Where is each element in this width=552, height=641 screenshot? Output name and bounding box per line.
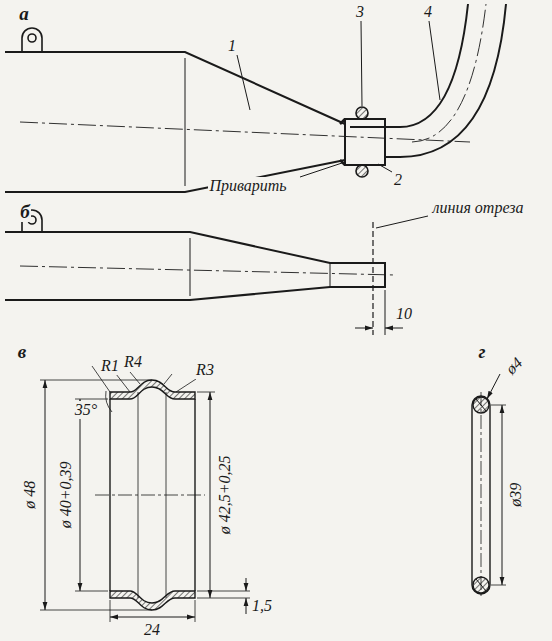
dimension: 10 bbox=[395, 305, 413, 323]
radius-dimension: R4 bbox=[123, 353, 143, 371]
cut-line-note: линия отреза bbox=[431, 199, 524, 217]
sleeve-section bbox=[40, 366, 250, 622]
callout-number: 4 bbox=[423, 3, 433, 21]
weld-note: Приварить bbox=[208, 177, 287, 195]
callout-number: 2 bbox=[393, 171, 403, 189]
callout-number: 1 bbox=[227, 37, 237, 55]
figure-letter: б bbox=[19, 202, 30, 223]
callout-number: 3 bbox=[355, 3, 365, 21]
sealing-ring bbox=[472, 374, 506, 598]
radius-dimension: R1 bbox=[100, 357, 120, 375]
diameter-dimension: ø 48 bbox=[21, 480, 39, 510]
figure-letter: а bbox=[18, 4, 30, 25]
diameter-dimension: ø 42,5+0,25 bbox=[215, 455, 233, 536]
diameter-dimension: ø39 bbox=[507, 482, 525, 508]
pipe-blank-view bbox=[5, 210, 428, 335]
figure-letter: г bbox=[477, 342, 486, 363]
radius-dimension: R3 bbox=[195, 361, 215, 379]
figure-letter: в bbox=[17, 342, 28, 363]
diameter-dimension: ø 40+0,39 bbox=[56, 461, 74, 530]
dimension: 1,5 bbox=[251, 597, 273, 615]
diameter-dimension: ø4 bbox=[501, 353, 526, 378]
dimension: 24 bbox=[143, 621, 161, 639]
angle-dimension: 35° bbox=[74, 401, 98, 419]
assembly-view bbox=[5, 4, 506, 192]
